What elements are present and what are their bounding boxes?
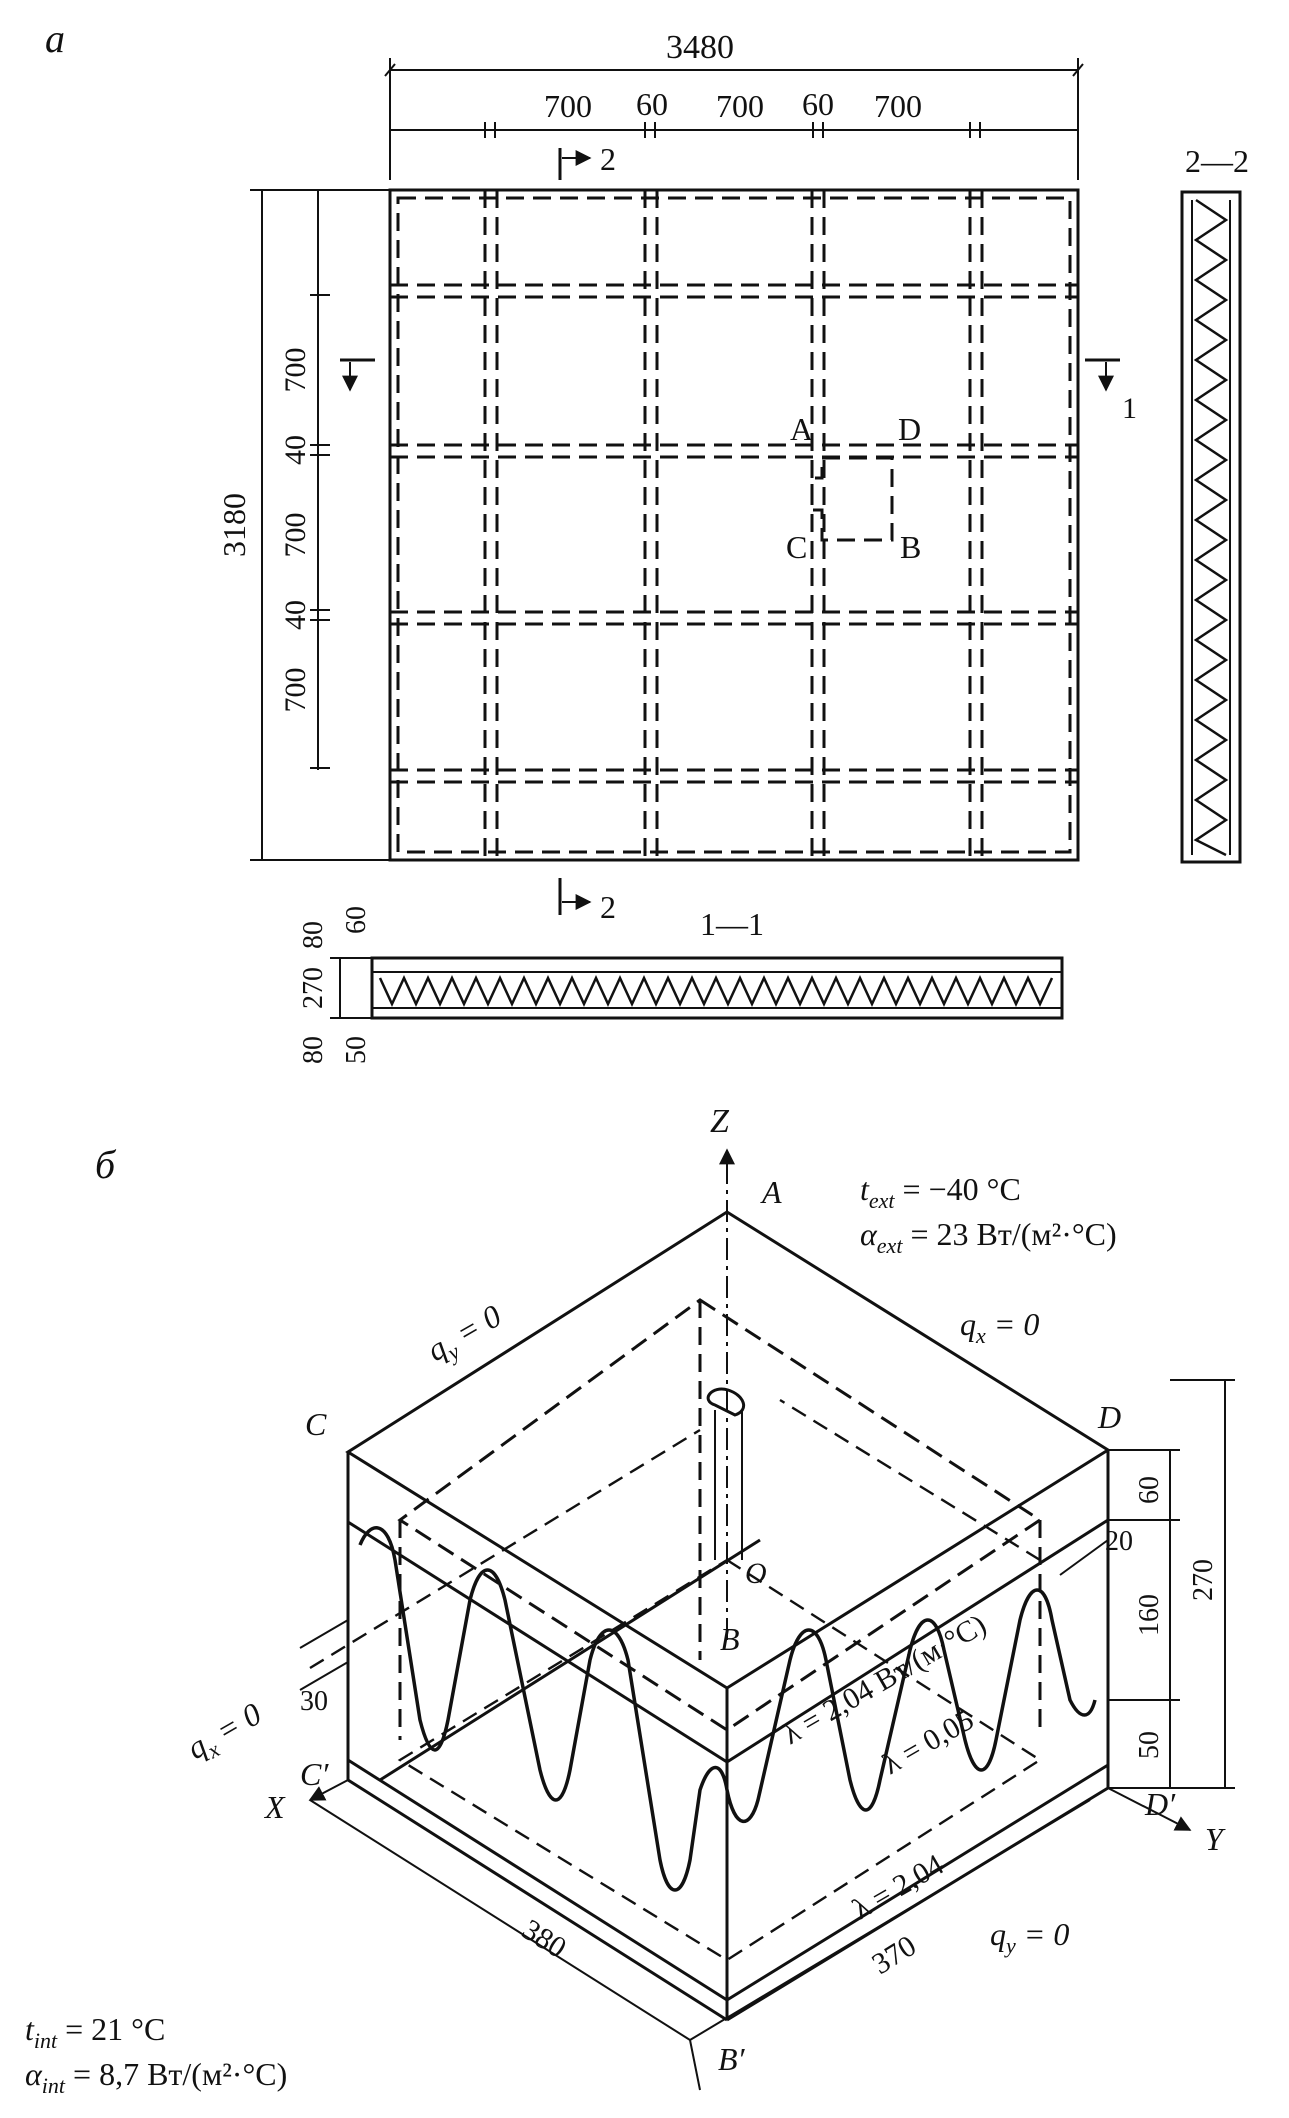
fragment-A: A [790, 411, 813, 447]
point-C: C [305, 1406, 327, 1442]
dim-row-40-a: 40 [279, 435, 312, 465]
dim-700-a: 700 [544, 88, 592, 124]
dim-700-b: 700 [716, 88, 764, 124]
sec11-dim-270: 270 [298, 967, 329, 1009]
dim-50-b: 50 [1134, 1731, 1165, 1759]
dim-row-40-b: 40 [279, 600, 312, 630]
point-C-prime: C′ [300, 1756, 329, 1792]
point-B: B [720, 1621, 740, 1657]
inner-box [309, 1298, 1043, 1962]
sec11-dim-80-top: 80 [298, 921, 329, 949]
dim-row-700-a: 700 [279, 348, 312, 393]
section-mark-1-left [340, 358, 375, 392]
section-1-1: 1—1 80 60 270 80 50 [298, 906, 1064, 1064]
dim-370-b: 370 [866, 1929, 922, 1981]
x-axis: X [263, 1779, 349, 1825]
bottom-dimensions: 380 370 [309, 1799, 1091, 2091]
fragment-abcd: A D C B [786, 411, 921, 565]
sec11-dim-50: 50 [341, 1036, 372, 1064]
section-mark-2-top: 2 [558, 141, 616, 180]
dim-380-b: 380 [516, 1913, 572, 1965]
dim-160-b: 160 [1134, 1594, 1165, 1636]
top-face [345, 1210, 1111, 1764]
panel-outline [388, 188, 1080, 862]
point-D-prime: D′ [1144, 1786, 1176, 1822]
panel-a: а 3480 700 60 700 60 700 [45, 16, 1249, 1064]
dim-30-b: 30 [300, 1686, 328, 1717]
panel-b: б Z [25, 1103, 1235, 2098]
dim-3180: 3180 [216, 493, 252, 557]
point-O: O [745, 1557, 767, 1590]
axis-x-label: X [263, 1789, 286, 1825]
top-dimensions: 3480 700 60 700 60 700 [384, 29, 1084, 180]
point-B-prime: B′ [718, 2041, 746, 2077]
sec11-dim-60: 60 [341, 906, 372, 934]
dim-row-700-b: 700 [279, 513, 312, 558]
axis-z-label: Z [710, 1103, 730, 1140]
ext-temperature: text = −40 °C [860, 1171, 1021, 1213]
section-2-label-top: 2 [600, 141, 616, 177]
dim-60-b: 60 [802, 86, 834, 122]
panel-a-label: а [45, 16, 65, 61]
vertical-ribs [483, 190, 984, 860]
bc-qy-bottom: qy = 0 [990, 1916, 1069, 1958]
section-mark-1-right: 1 [1085, 358, 1137, 425]
bc-qy-top: qy = 0 [421, 1297, 511, 1373]
dim-60-a: 60 [636, 86, 668, 122]
ext-alpha: αext = 23 Вт/(м²·°С) [860, 1216, 1117, 1258]
section-mark-2-bottom: 2 [558, 878, 616, 925]
bc-qx-top: qx = 0 [960, 1306, 1039, 1348]
dim-60-b: 60 [1134, 1476, 1165, 1504]
panel-b-label: б [95, 1142, 117, 1187]
insulation-wave [358, 1526, 1097, 1892]
int-temperature: tint = 21 °C [25, 2011, 165, 2053]
dim-row-700-c: 700 [279, 668, 312, 713]
section-2-2-title: 2—2 [1185, 143, 1249, 179]
axis-y-label: Y [1205, 1821, 1226, 1857]
dim-30-group: 30 [299, 1619, 349, 1717]
point-D: D [1097, 1399, 1121, 1435]
dim-20-b: 20 [1105, 1526, 1133, 1557]
fragment-D: D [898, 411, 921, 447]
sec11-dim-80-bottom: 80 [298, 1036, 329, 1064]
left-dimensions: 3180 700 40 700 40 700 [216, 189, 390, 861]
int-alpha: αint = 8,7 Вт/(м²·°С) [25, 2056, 287, 2098]
right-dimensions: 60 20 270 160 50 [1105, 1379, 1235, 1789]
bc-qx-left: qx = 0 [181, 1695, 271, 1771]
section-2-2: 2—2 [1180, 143, 1249, 864]
section-1-1-title: 1—1 [700, 906, 764, 942]
dim-270-b: 270 [1188, 1559, 1219, 1601]
point-A: A [760, 1174, 782, 1210]
panel-inner-outline [396, 196, 1072, 854]
dim-3480: 3480 [666, 29, 734, 66]
section-1-label: 1 [1122, 392, 1137, 425]
section-2-label-bottom: 2 [600, 889, 616, 925]
central-column [706, 1387, 746, 1560]
y-axis: Y [1107, 1787, 1226, 1857]
horizontal-ribs [390, 283, 1078, 784]
fragment-C: C [786, 529, 807, 565]
dim-700-c: 700 [874, 88, 922, 124]
fragment-B: B [900, 529, 921, 565]
z-axis: Z [710, 1103, 735, 1640]
